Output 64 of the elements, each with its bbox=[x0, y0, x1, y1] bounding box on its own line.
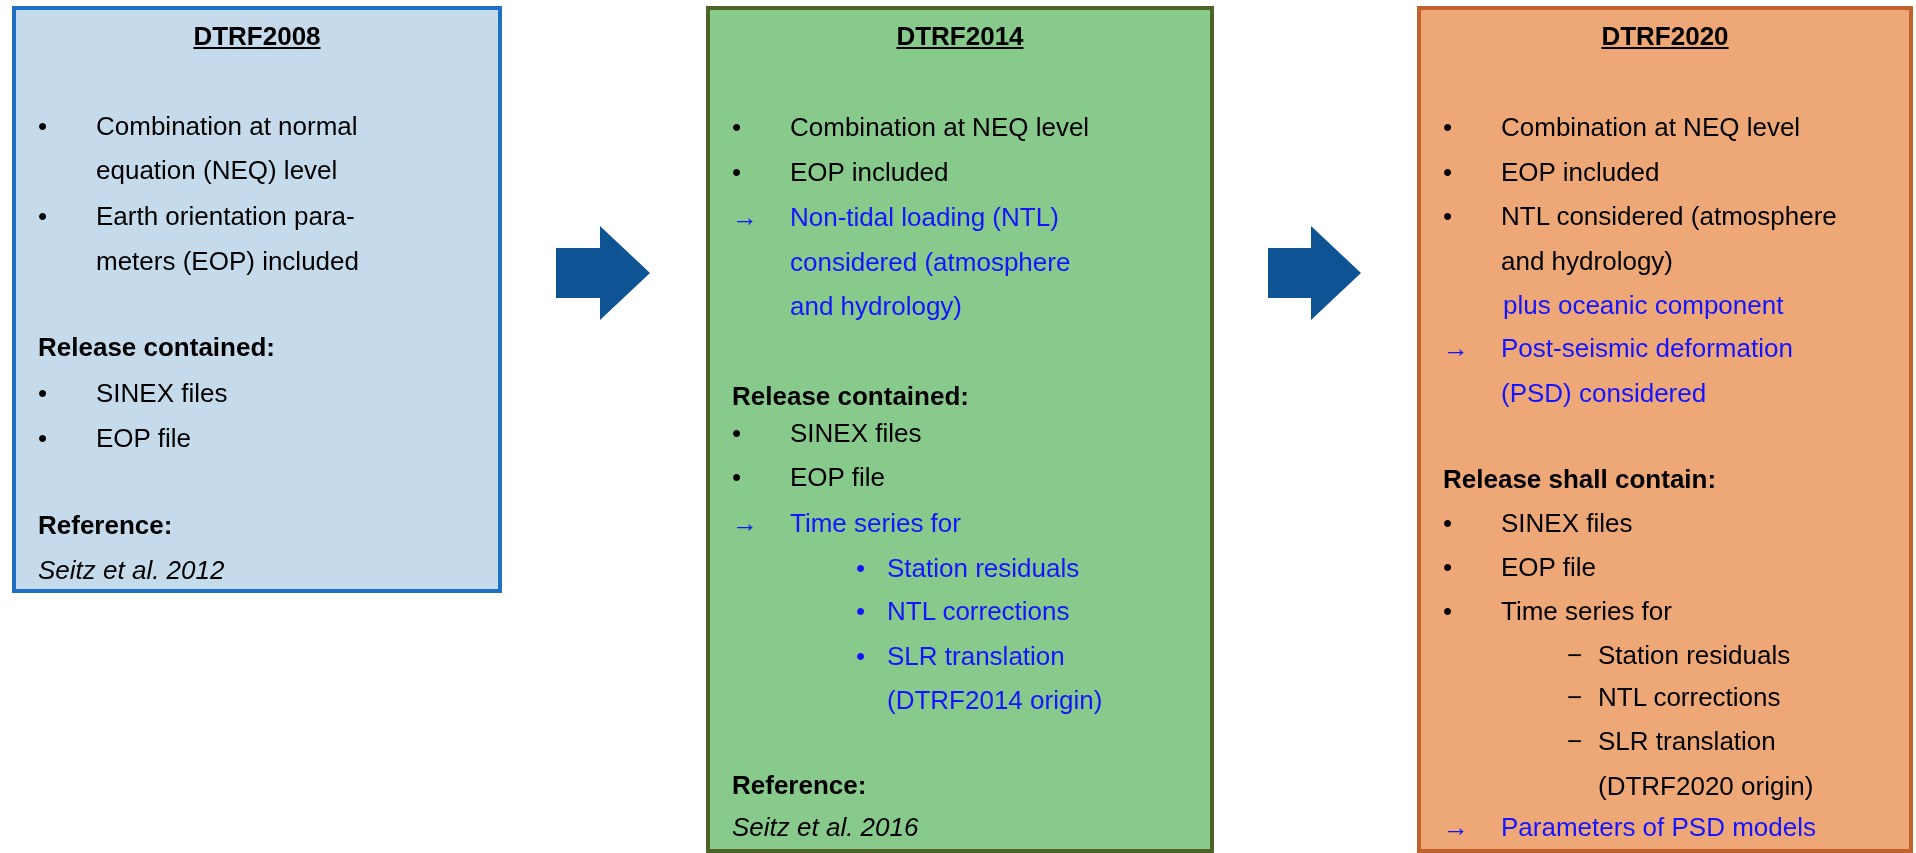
panel-heading: DTRF2008 bbox=[192, 20, 322, 54]
list-item-text: SINEX files bbox=[96, 377, 229, 411]
info-panel bbox=[706, 6, 1214, 853]
list-marker: • bbox=[38, 422, 48, 456]
list-marker: • bbox=[38, 199, 48, 233]
section-heading: Reference: bbox=[38, 509, 173, 543]
list-marker: • bbox=[856, 594, 866, 628]
list-marker: − bbox=[1567, 725, 1583, 759]
info-panel bbox=[1417, 6, 1913, 853]
list-marker: • bbox=[732, 461, 742, 495]
list-marker: • bbox=[38, 377, 48, 411]
list-item-text: SINEX files bbox=[1501, 506, 1634, 540]
list-marker: → bbox=[732, 506, 758, 540]
list-marker: • bbox=[732, 110, 742, 144]
list-item-text: SLR translation (DTRF2020 origin) bbox=[1598, 725, 1815, 803]
list-item-text: EOP file bbox=[96, 422, 192, 456]
block-arrow bbox=[556, 226, 650, 320]
list-marker: • bbox=[1443, 594, 1453, 628]
list-item-text: Station residuals bbox=[887, 551, 1081, 585]
list-marker: • bbox=[1443, 110, 1453, 144]
list-item-text: Non-tidal loading (NTL) considered (atmosphere and hydrology) bbox=[790, 201, 1072, 324]
list-marker: − bbox=[1567, 638, 1583, 672]
section-heading: Reference: bbox=[732, 769, 867, 803]
list-item-text: Post-seismic deformation (PSD) considered bbox=[1501, 331, 1794, 410]
list-item-text: Combination at normal equation (NEQ) level bbox=[96, 109, 359, 188]
reference-text: Seitz et al. 2016 bbox=[732, 810, 919, 844]
continuation-text: plus oceanic component bbox=[1503, 289, 1784, 323]
list-item-text: EOP included bbox=[1501, 156, 1661, 189]
list-marker: • bbox=[1443, 156, 1453, 189]
section-heading: Release contained: bbox=[732, 379, 969, 413]
list-item-text: NTL corrections bbox=[887, 594, 1071, 628]
list-marker: • bbox=[1443, 199, 1453, 233]
list-item-text: Combination at NEQ level bbox=[1501, 110, 1802, 144]
list-marker: → bbox=[1443, 331, 1469, 365]
list-item-text: Combination at NEQ level bbox=[790, 110, 1091, 144]
list-item-text: EOP file bbox=[790, 461, 886, 495]
block-arrow bbox=[1268, 226, 1361, 320]
list-item-text: EOP included bbox=[790, 156, 950, 189]
list-marker: • bbox=[1443, 506, 1453, 540]
list-item-text: SLR translation (DTRF2014 origin) bbox=[887, 639, 1104, 718]
list-item-text: EOP file bbox=[1501, 550, 1597, 584]
list-marker: • bbox=[732, 156, 742, 189]
list-marker: • bbox=[856, 551, 866, 585]
list-marker: → bbox=[732, 201, 758, 235]
list-item-text: NTL considered (atmosphere and hydrology) bbox=[1501, 199, 1838, 278]
list-item-text: NTL corrections bbox=[1598, 681, 1782, 715]
panel-heading: DTRF2020 bbox=[1600, 20, 1730, 54]
section-heading: Release contained: bbox=[38, 330, 275, 364]
list-marker: − bbox=[1567, 681, 1583, 715]
list-item-text: Station residuals bbox=[1598, 638, 1792, 672]
list-marker: • bbox=[38, 109, 48, 143]
list-marker: • bbox=[732, 417, 742, 451]
list-marker: → bbox=[1443, 810, 1469, 844]
section-heading: Release shall contain: bbox=[1443, 462, 1717, 496]
list-item-text: SINEX files bbox=[790, 417, 923, 451]
list-marker: • bbox=[1443, 550, 1453, 584]
list-item-text: Time series for bbox=[790, 506, 962, 540]
info-panel bbox=[12, 6, 502, 593]
panel-heading: DTRF2014 bbox=[895, 20, 1025, 54]
reference-text: Seitz et al. 2012 bbox=[38, 554, 225, 588]
list-item-text: Parameters of PSD models bbox=[1501, 810, 1817, 844]
list-item-text: Earth orientation para- meters (EOP) included bbox=[96, 199, 360, 278]
list-item-text: Time series for bbox=[1501, 594, 1673, 628]
list-marker: • bbox=[856, 639, 866, 673]
